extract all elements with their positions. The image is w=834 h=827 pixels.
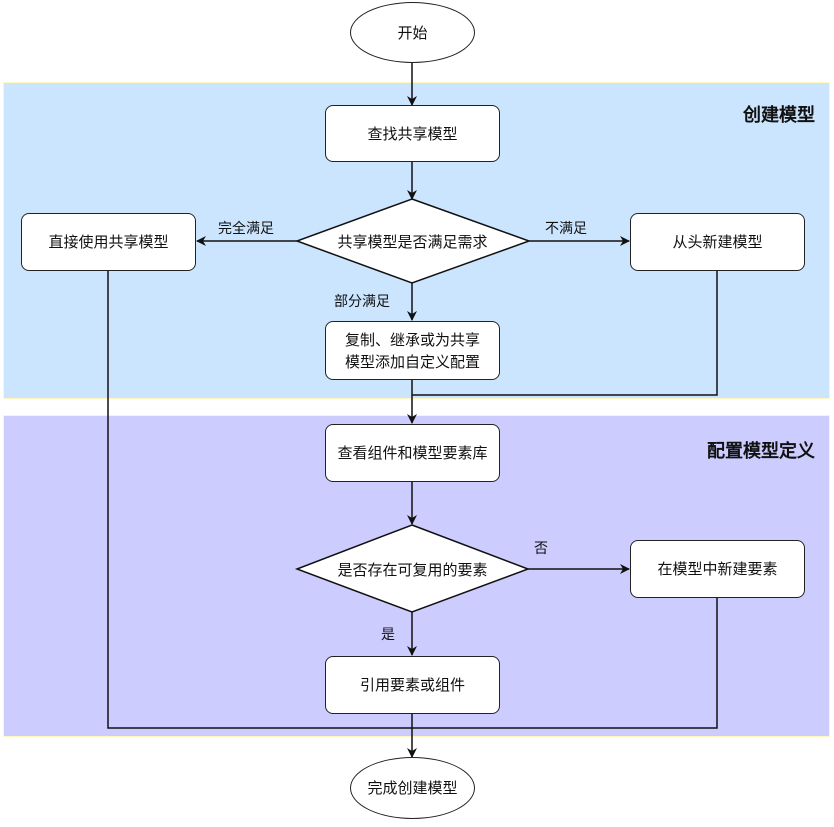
swimlane-title-configure-model: 配置模型定义 (707, 441, 815, 462)
new-element-node[interactable]: 在模型中新建要素 (630, 540, 805, 598)
copy-inherit-customize-node[interactable]: 复制、继承或为共享模型添加自定义配置 (325, 321, 500, 380)
edge-use-shared-merge (107, 271, 412, 729)
edge-new-model-merge (412, 271, 718, 396)
edge-label-fully-satisfied: 完全满足 (218, 221, 274, 237)
find-shared-model-node[interactable]: 查找共享模型 (325, 105, 500, 162)
start-node[interactable]: 开始 (350, 2, 475, 63)
use-shared-model-node[interactable]: 直接使用共享模型 (21, 213, 196, 271)
decision-reusable-element-exists[interactable]: 是否存在可复用的要素 (337, 560, 488, 579)
edge-label-yes: 是 (381, 627, 395, 643)
decision-shared-model-satisfies[interactable]: 共享模型是否满足需求 (337, 232, 488, 251)
reference-element-node[interactable]: 引用要素或组件 (325, 656, 500, 714)
edge-label-no: 否 (534, 541, 548, 557)
view-library-node[interactable]: 查看组件和模型要素库 (325, 424, 500, 482)
end-node[interactable]: 完成创建模型 (350, 757, 475, 819)
new-model-from-scratch-node[interactable]: 从头新建模型 (630, 213, 805, 271)
decision-shared-shape (294, 198, 532, 284)
edge-label-not-satisfied: 不满足 (545, 221, 587, 237)
edge-new-element-merge (412, 598, 718, 729)
edge-label-partially-satisfied: 部分满足 (334, 294, 390, 310)
decision-reuse-shape (294, 524, 531, 613)
swimlane-title-create-model: 创建模型 (743, 105, 815, 126)
